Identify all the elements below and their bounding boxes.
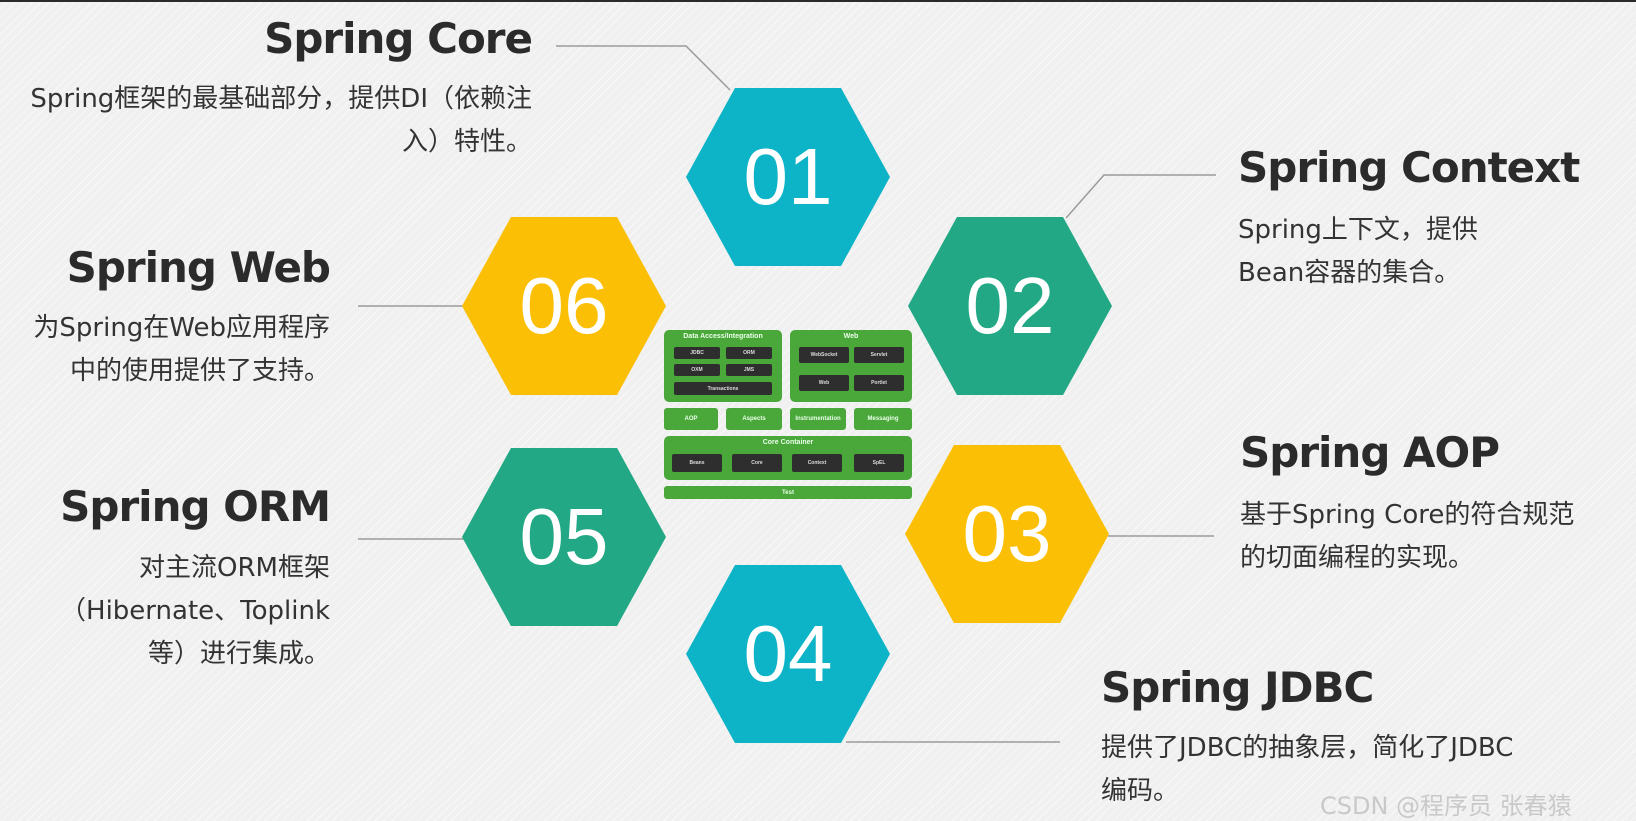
spring-jdbc-title: Spring JDBC bbox=[1101, 663, 1374, 712]
module-oxm: OXM bbox=[674, 364, 720, 376]
spring-orm-title: Spring ORM bbox=[60, 482, 331, 531]
module-aop: AOP bbox=[664, 408, 718, 430]
top-border bbox=[0, 0, 1636, 2]
hexagon-01: 01 bbox=[686, 88, 890, 266]
module-portlet: Portlet bbox=[854, 375, 904, 391]
connector-context bbox=[1065, 174, 1216, 219]
module-messaging: Messaging bbox=[854, 408, 912, 430]
spring-web-desc: 为Spring在Web应用程序中的使用提供了支持。 bbox=[33, 313, 330, 386]
module-context: Context bbox=[792, 454, 842, 472]
module-transactions: Transactions bbox=[674, 382, 772, 395]
spring-aop-desc: 基于Spring Core的符合规范的切面编程的实现。 bbox=[1240, 500, 1575, 573]
hexagon-05: 05 bbox=[462, 448, 666, 626]
core-container-title: Core Container bbox=[762, 439, 814, 446]
hexagon-02: 02 bbox=[908, 217, 1112, 395]
watermark: CSDN @程序员 张春猿 bbox=[1320, 792, 1572, 820]
core-container-box: Core Container Beans Core Context SpEL bbox=[664, 436, 912, 480]
data-access-box: Data Access/Integration JDBC ORM OXM JMS… bbox=[664, 330, 782, 402]
hexagon-04: 04 bbox=[686, 565, 890, 743]
spring-core-title: Spring Core bbox=[264, 14, 533, 63]
hex-number: 04 bbox=[743, 609, 833, 698]
module-web: Web bbox=[799, 375, 849, 391]
module-instrumentation: Instrumentation bbox=[790, 408, 846, 430]
module-spel: SpEL bbox=[854, 454, 904, 472]
connector-core bbox=[556, 45, 731, 91]
hexagon-06: 06 bbox=[462, 217, 666, 395]
spring-jdbc-desc: 提供了JDBC的抽象层，简化了JDBC编码。 bbox=[1101, 733, 1514, 806]
module-websocket: WebSocket bbox=[799, 347, 849, 363]
hex-number: 02 bbox=[965, 261, 1055, 350]
spring-core-desc: Spring框架的最基础部分，提供DI（依赖注入）特性。 bbox=[30, 84, 532, 157]
module-beans: Beans bbox=[672, 454, 722, 472]
hex-number: 06 bbox=[519, 261, 609, 350]
spring-aop-title: Spring AOP bbox=[1240, 428, 1500, 477]
spring-orm-desc: 对主流ORM框架（Hibernate、Toplink等）进行集成。 bbox=[60, 553, 330, 669]
module-test: Test bbox=[664, 486, 912, 499]
module-orm: ORM bbox=[726, 347, 772, 359]
module-jms: JMS bbox=[726, 364, 772, 376]
hexagon-03: 03 bbox=[905, 445, 1109, 623]
module-core: Core bbox=[732, 454, 782, 472]
hex-number: 01 bbox=[743, 132, 833, 221]
module-servlet: Servlet bbox=[854, 347, 904, 363]
hex-number: 05 bbox=[519, 492, 609, 581]
web-title: Web bbox=[843, 333, 859, 340]
spring-context-title: Spring Context bbox=[1238, 143, 1580, 192]
data-access-title: Data Access/Integration bbox=[683, 333, 763, 340]
spring-web-title: Spring Web bbox=[66, 243, 331, 292]
module-jdbc: JDBC bbox=[674, 347, 720, 359]
spring-architecture-diagram: Data Access/Integration JDBC ORM OXM JMS… bbox=[664, 330, 914, 500]
spring-context-desc: Spring上下文，提供Bean容器的集合。 bbox=[1238, 215, 1478, 288]
module-aspects: Aspects bbox=[726, 408, 782, 430]
hex-number: 03 bbox=[962, 489, 1052, 578]
web-box: Web WebSocket Servlet Web Portlet bbox=[790, 330, 912, 402]
